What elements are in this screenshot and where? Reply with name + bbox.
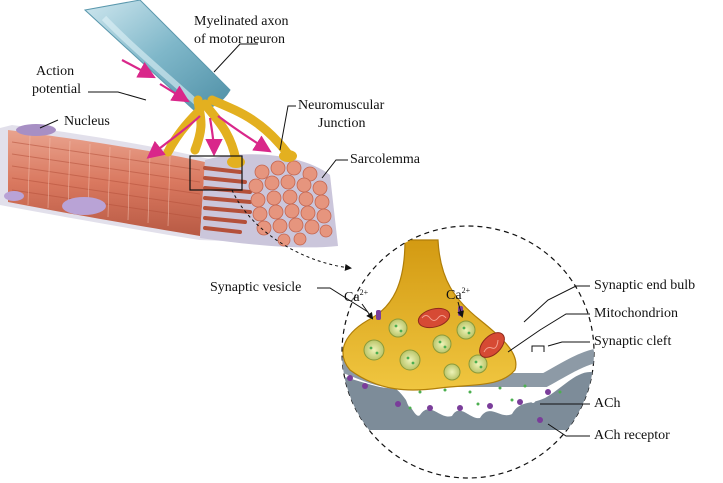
label-ach: ACh <box>594 396 620 412</box>
label-nmj-1: Neuromuscular <box>298 98 384 114</box>
label-action-potential-1: Action <box>36 64 74 80</box>
label-nmj-2: Junction <box>318 116 365 132</box>
label-synaptic-vesicle: Synaptic vesicle <box>210 280 301 296</box>
label-synaptic-cleft: Synaptic cleft <box>594 334 671 350</box>
nucleus-bottom <box>62 197 106 215</box>
label-sarcolemma: Sarcolemma <box>350 152 420 168</box>
magnified-junction <box>325 226 600 478</box>
label-action-potential-2: potential <box>32 82 81 98</box>
label-myelinated-axon-1: Myelinated axon <box>194 14 288 30</box>
label-ach-receptor: ACh receptor <box>594 428 670 444</box>
label-nucleus: Nucleus <box>64 114 110 130</box>
muscle-cross-section <box>200 154 338 247</box>
nucleus-top <box>16 124 56 136</box>
label-myelinated-axon-2: of motor neuron <box>194 32 285 48</box>
label-mitochondrion: Mitochondrion <box>594 306 678 322</box>
label-synaptic-end-bulb: Synaptic end bulb <box>594 278 695 294</box>
label-calcium-left: Ca2+ <box>344 288 368 306</box>
label-calcium-right: Ca2+ <box>446 286 470 304</box>
